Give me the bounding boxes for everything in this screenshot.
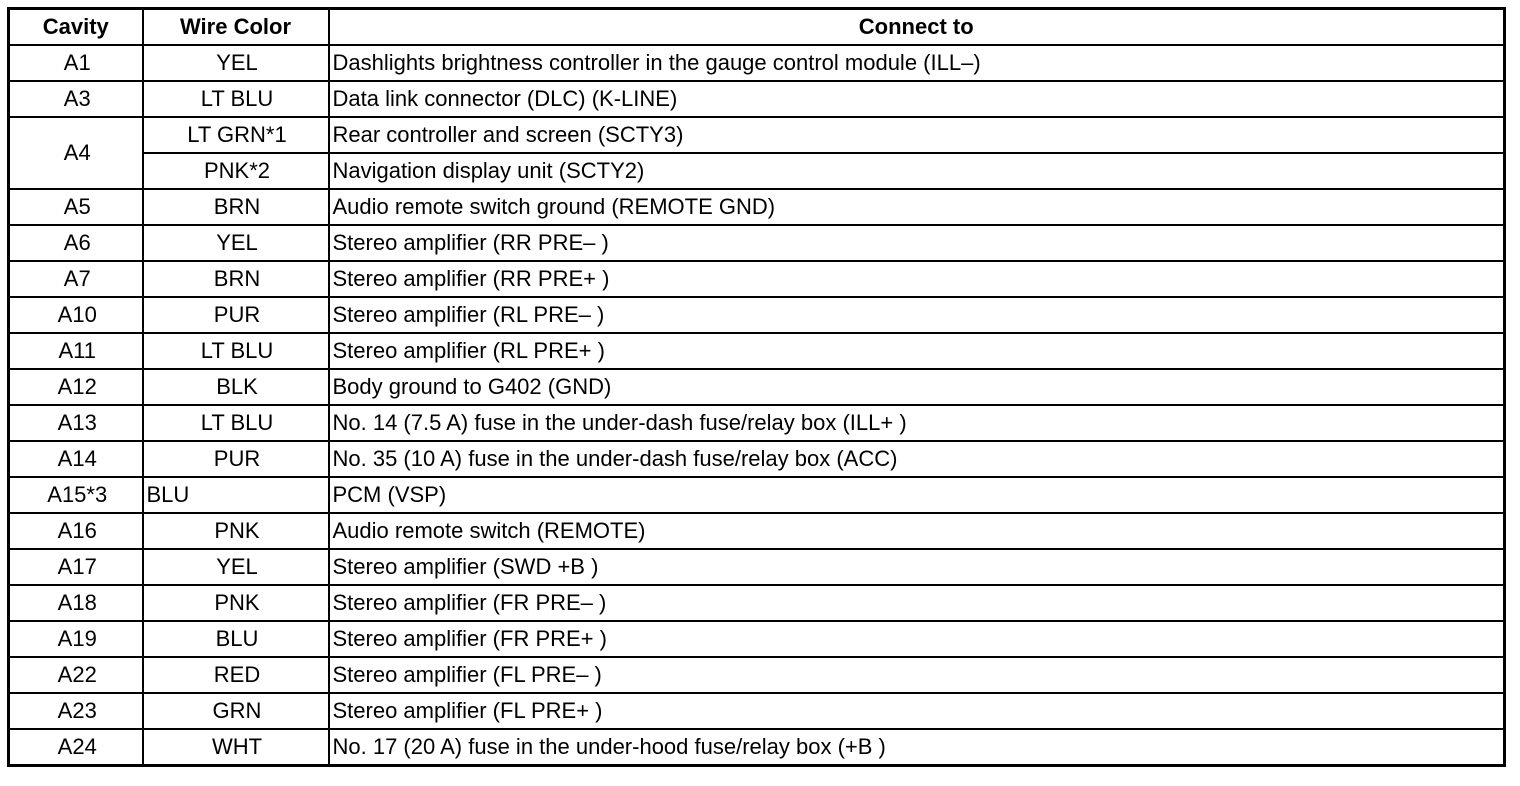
cavity-cell: A23 <box>7 692 144 730</box>
connect-to-cell: No. 17 (20 A) fuse in the under-hood fus… <box>327 728 1506 767</box>
connect-to-cell: Stereo amplifier (RL PRE– ) <box>327 296 1506 334</box>
cavity-cell: A17 <box>7 548 144 586</box>
wire-color-cell: LT BLU <box>141 80 330 118</box>
wire-color-cell: BRN <box>141 260 330 298</box>
wire-color-cell: YEL <box>141 224 330 262</box>
cavity-cell: A16 <box>7 512 144 550</box>
connect-to-cell: Rear controller and screen (SCTY3) <box>327 116 1506 154</box>
table-row: A7 BRN Stereo amplifier (RR PRE+ ) <box>7 260 1506 298</box>
wire-color-cell: BLK <box>141 368 330 406</box>
header-cavity: Cavity <box>7 7 144 46</box>
cavity-cell: A14 <box>7 440 144 478</box>
table-row: A13 LT BLU No. 14 (7.5 A) fuse in the un… <box>7 404 1506 442</box>
connect-to-cell: Navigation display unit (SCTY2) <box>327 152 1506 190</box>
wire-color-cell: PUR <box>141 440 330 478</box>
connect-to-cell: Stereo amplifier (RR PRE+ ) <box>327 260 1506 298</box>
connect-to-cell: Body ground to G402 (GND) <box>327 368 1506 406</box>
cavity-cell: A10 <box>7 296 144 334</box>
cavity-cell: A12 <box>7 368 144 406</box>
wire-color-cell: PUR <box>141 296 330 334</box>
cavity-cell: A13 <box>7 404 144 442</box>
cavity-cell: A7 <box>7 260 144 298</box>
header-wire-color: Wire Color <box>141 7 330 46</box>
wire-color-cell: YEL <box>141 44 330 82</box>
table-row: A12 BLK Body ground to G402 (GND) <box>7 368 1506 406</box>
wire-color-cell: BRN <box>141 188 330 226</box>
connect-to-cell: Stereo amplifier (FR PRE+ ) <box>327 620 1506 658</box>
connect-to-cell: Data link connector (DLC) (K-LINE) <box>327 80 1506 118</box>
connect-to-cell: PCM (VSP) <box>327 476 1506 514</box>
cavity-cell: A11 <box>7 332 144 370</box>
table-row: A23 GRN Stereo amplifier (FL PRE+ ) <box>7 692 1506 730</box>
wire-color-cell: RED <box>141 656 330 694</box>
cavity-cell: A4 <box>7 116 144 190</box>
connect-to-cell: Stereo amplifier (SWD +B ) <box>327 548 1506 586</box>
wire-color-cell: LT GRN*1 <box>141 116 330 154</box>
table-row: A16 PNK Audio remote switch (REMOTE) <box>7 512 1506 550</box>
table-row: A14 PUR No. 35 (10 A) fuse in the under-… <box>7 440 1506 478</box>
header-row: Cavity Wire Color Connect to <box>7 7 1506 46</box>
cavity-cell: A15*3 <box>7 476 144 514</box>
wire-color-cell: BLU <box>141 476 330 514</box>
wire-color-cell: PNK <box>141 584 330 622</box>
connect-to-cell: Stereo amplifier (FL PRE+ ) <box>327 692 1506 730</box>
table-row: A6 YEL Stereo amplifier (RR PRE– ) <box>7 224 1506 262</box>
wire-color-cell: PNK*2 <box>141 152 330 190</box>
table-row: A5 BRN Audio remote switch ground (REMOT… <box>7 188 1506 226</box>
connect-to-cell: Stereo amplifier (FL PRE– ) <box>327 656 1506 694</box>
connect-to-cell: No. 35 (10 A) fuse in the under-dash fus… <box>327 440 1506 478</box>
connector-pinout-table: Cavity Wire Color Connect to A1 YEL Dash… <box>7 7 1506 767</box>
wire-color-cell: PNK <box>141 512 330 550</box>
table-row: PNK*2 Navigation display unit (SCTY2) <box>9 152 1506 190</box>
wire-color-cell: GRN <box>141 692 330 730</box>
table-row: A1 YEL Dashlights brightness controller … <box>7 44 1506 82</box>
connect-to-cell: Audio remote switch (REMOTE) <box>327 512 1506 550</box>
wire-color-cell: YEL <box>141 548 330 586</box>
wire-color-cell: WHT <box>141 728 330 767</box>
cavity-cell: A18 <box>7 584 144 622</box>
cavity-cell: A3 <box>7 80 144 118</box>
connect-to-cell: Audio remote switch ground (REMOTE GND) <box>327 188 1506 226</box>
wire-color-cell: BLU <box>141 620 330 658</box>
connect-to-cell: No. 14 (7.5 A) fuse in the under-dash fu… <box>327 404 1506 442</box>
table-row: A22 RED Stereo amplifier (FL PRE– ) <box>7 656 1506 694</box>
table-row: A10 PUR Stereo amplifier (RL PRE– ) <box>7 296 1506 334</box>
table-row: A11 LT BLU Stereo amplifier (RL PRE+ ) <box>7 332 1506 370</box>
table-row: A18 PNK Stereo amplifier (FR PRE– ) <box>7 584 1506 622</box>
connect-to-cell: Stereo amplifier (RL PRE+ ) <box>327 332 1506 370</box>
connect-to-cell: Stereo amplifier (RR PRE– ) <box>327 224 1506 262</box>
connect-to-cell: Stereo amplifier (FR PRE– ) <box>327 584 1506 622</box>
wire-color-cell: LT BLU <box>141 332 330 370</box>
table-row: A17 YEL Stereo amplifier (SWD +B ) <box>7 548 1506 586</box>
table-row: A15*3 BLU PCM (VSP) <box>7 476 1506 514</box>
table-row: A3 LT BLU Data link connector (DLC) (K-L… <box>7 80 1506 118</box>
header-connect-to: Connect to <box>327 7 1506 46</box>
cavity-cell: A19 <box>7 620 144 658</box>
cavity-cell: A5 <box>7 188 144 226</box>
connect-to-cell: Dashlights brightness controller in the … <box>327 44 1506 82</box>
cavity-cell: A24 <box>7 728 144 767</box>
cavity-cell: A1 <box>7 44 144 82</box>
table-row: A19 BLU Stereo amplifier (FR PRE+ ) <box>7 620 1506 658</box>
cavity-cell: A22 <box>7 656 144 694</box>
table-row: A4 LT GRN*1 Rear controller and screen (… <box>7 116 1506 190</box>
wire-color-cell: LT BLU <box>141 404 330 442</box>
cavity-cell: A6 <box>7 224 144 262</box>
table-row: A24 WHT No. 17 (20 A) fuse in the under-… <box>7 728 1506 767</box>
